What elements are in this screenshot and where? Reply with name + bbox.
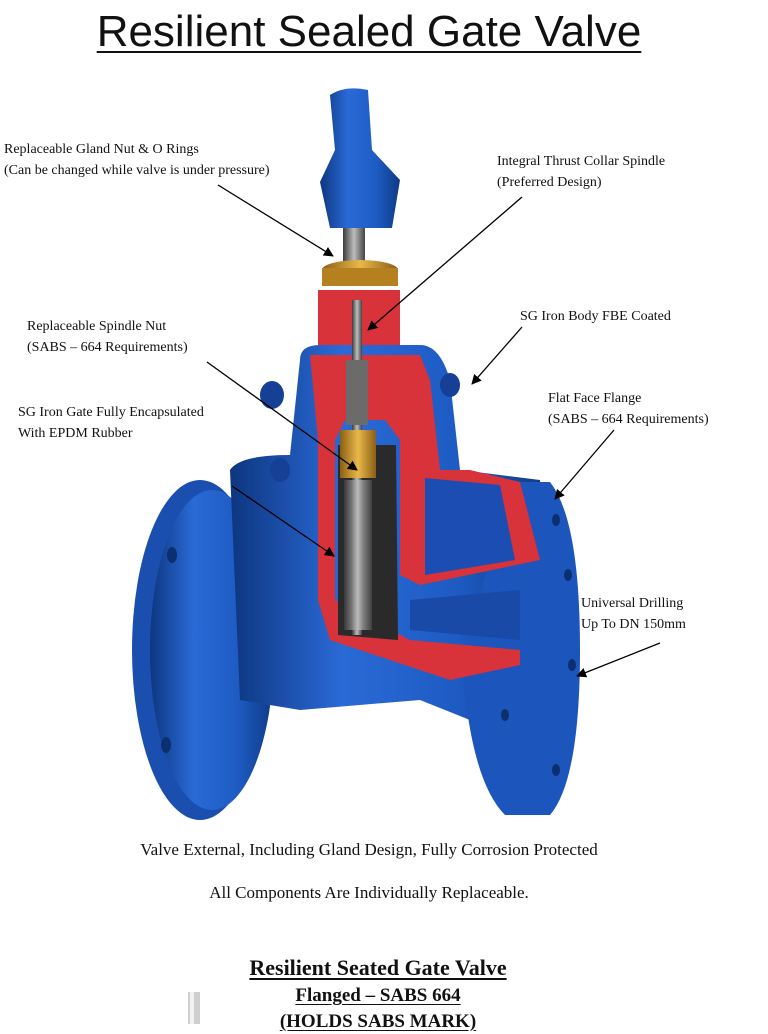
callout-drilling-line2: Up To DN 150mm xyxy=(581,617,686,632)
next-section-mark-note: (HOLDS SABS MARK) xyxy=(279,1011,477,1032)
callout-spindle-nut-line1: Replaceable Spindle Nut xyxy=(27,319,167,334)
callout-gland-nut: Replaceable Gland Nut & O Rings (Can be … xyxy=(4,139,270,181)
callout-flange-line1: Flat Face Flange xyxy=(548,391,642,406)
callout-body-coating-line1: SG Iron Body FBE Coated xyxy=(520,309,671,324)
callout-gland-nut-line2: (Can be changed while valve is under pre… xyxy=(4,163,270,178)
callout-gate: SG Iron Gate Fully Encapsulated With EPD… xyxy=(18,402,204,444)
callout-flange-line2: (SABS – 664 Requirements) xyxy=(548,412,709,427)
callout-thrust-collar-line2: (Preferred Design) xyxy=(497,175,602,190)
callout-gate-line2: With EPDM Rubber xyxy=(18,426,133,441)
page-title: Resilient Sealed Gate Valve xyxy=(96,7,642,56)
callout-drilling-line1: Universal Drilling xyxy=(581,596,684,611)
callout-body-coating: SG Iron Body FBE Coated xyxy=(520,306,671,327)
callout-drilling: Universal Drilling Up To DN 150mm xyxy=(581,593,686,635)
gland-ring xyxy=(322,268,398,286)
next-section-subtitle: Flanged – SABS 664 xyxy=(295,985,461,1006)
spindle-photo-thumbnail xyxy=(188,992,200,1024)
callout-thrust-collar: Integral Thrust Collar Spindle (Preferre… xyxy=(497,151,665,193)
callout-spindle-nut: Replaceable Spindle Nut (SABS – 664 Requ… xyxy=(27,316,188,358)
caption-replaceable: All Components Are Individually Replacea… xyxy=(209,883,529,902)
caption-corrosion: Valve External, Including Gland Design, … xyxy=(140,840,598,859)
callout-flange: Flat Face Flange (SABS – 664 Requirement… xyxy=(548,388,709,430)
callout-thrust-collar-line1: Integral Thrust Collar Spindle xyxy=(497,154,666,169)
callout-gate-line1: SG Iron Gate Fully Encapsulated xyxy=(18,405,204,420)
spindle-assembly xyxy=(340,225,376,635)
spindle-cap xyxy=(320,88,400,228)
callout-gland-nut-line1: Replaceable Gland Nut & O Rings xyxy=(4,142,199,157)
next-section-title: Resilient Seated Gate Valve xyxy=(249,955,507,980)
callout-spindle-nut-line2: (SABS – 664 Requirements) xyxy=(27,340,188,355)
